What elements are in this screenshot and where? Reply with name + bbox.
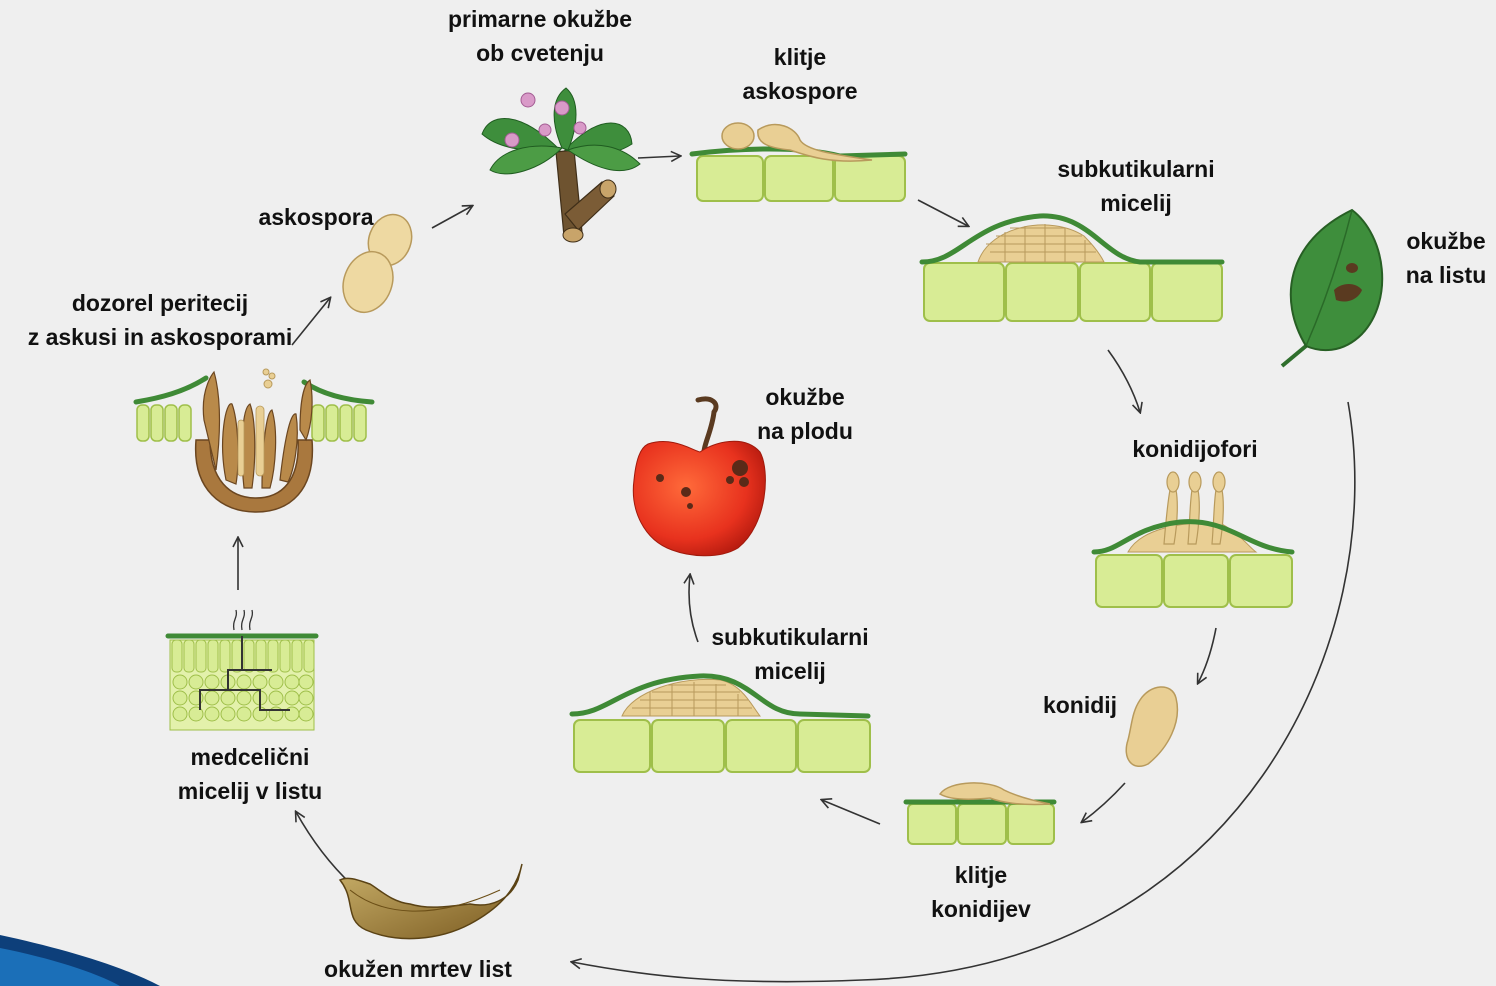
label-dead-leaf: okužen mrtev list (296, 952, 540, 986)
label-line: okužen mrtev list (296, 952, 540, 986)
label-line: askospore (720, 74, 880, 108)
arrow-conidium-to-germination (1082, 783, 1125, 822)
label-line: konidij (1028, 688, 1132, 722)
label-primary-infection: primarne okužbe ob cvetenju (420, 2, 660, 70)
label-line: micelij (1036, 186, 1236, 220)
conidiophores-figure (1094, 472, 1292, 607)
label-line: z askusi in askosporami (10, 320, 310, 354)
label-fruit-infection: okužbe na plodu (740, 380, 870, 448)
label-subcuticular-top: subkutikularni micelij (1036, 152, 1236, 220)
label-subcuticular-mid: subkutikularni micelij (690, 620, 890, 688)
label-intercellular: medcelični micelij v listu (150, 740, 350, 808)
label-line: na plodu (740, 414, 870, 448)
subcuticular-mycelium-top-figure (922, 216, 1222, 321)
label-line: klitje (906, 858, 1056, 892)
ascospore-germination-figure (692, 123, 905, 201)
label-line: okužbe (1396, 224, 1496, 258)
label-line: ob cvetenju (420, 36, 660, 70)
label-line: micelij v listu (150, 774, 350, 808)
label-line: okužbe (740, 380, 870, 414)
label-line: konidijofori (1112, 432, 1278, 466)
arrow-conidiophores-to-conidium (1198, 628, 1216, 683)
arrow-germination-to-mycelium (918, 200, 968, 226)
label-leaf-infection: okužbe na listu (1396, 224, 1496, 292)
subcuticular-mycelium-mid-figure (572, 676, 870, 772)
arrow-dead-leaf-to-mycelium (296, 812, 352, 885)
label-line: subkutikularni (690, 620, 890, 654)
label-conidiophores: konidijofori (1112, 432, 1278, 466)
label-line: subkutikularni (1036, 152, 1236, 186)
label-line: klitje (720, 40, 880, 74)
intercellular-mycelium-figure (168, 610, 316, 730)
dead-leaf-icon (340, 864, 522, 939)
label-ascospore-germination: klitje askospore (720, 40, 880, 108)
label-conidia-germination: klitje konidijev (906, 858, 1056, 926)
corner-decoration (0, 935, 160, 986)
label-conidium: konidij (1028, 688, 1132, 722)
label-ascospore: askospora (246, 200, 386, 234)
label-line: micelij (690, 654, 890, 688)
perithecium-icon (136, 369, 372, 512)
arrow-mycelium-to-conidiophores (1108, 350, 1140, 412)
arrow-ascospore-to-branch (432, 206, 472, 228)
label-line: dozorel peritecij (10, 286, 310, 320)
arrow-germination-to-mycelium-mid (822, 800, 880, 824)
infected-leaf-icon (1282, 210, 1382, 366)
arrow-branch-to-germination (638, 156, 680, 158)
label-perithecium: dozorel peritecij z askusi in askosporam… (10, 286, 310, 354)
label-line: primarne okužbe (420, 2, 660, 36)
label-line: konidijev (906, 892, 1056, 926)
conidia-germination-figure (906, 783, 1054, 844)
label-line: askospora (246, 200, 386, 234)
conidium-icon (1126, 687, 1177, 766)
label-line: na listu (1396, 258, 1496, 292)
label-line: medcelični (150, 740, 350, 774)
blossoming-branch-icon (482, 88, 640, 242)
